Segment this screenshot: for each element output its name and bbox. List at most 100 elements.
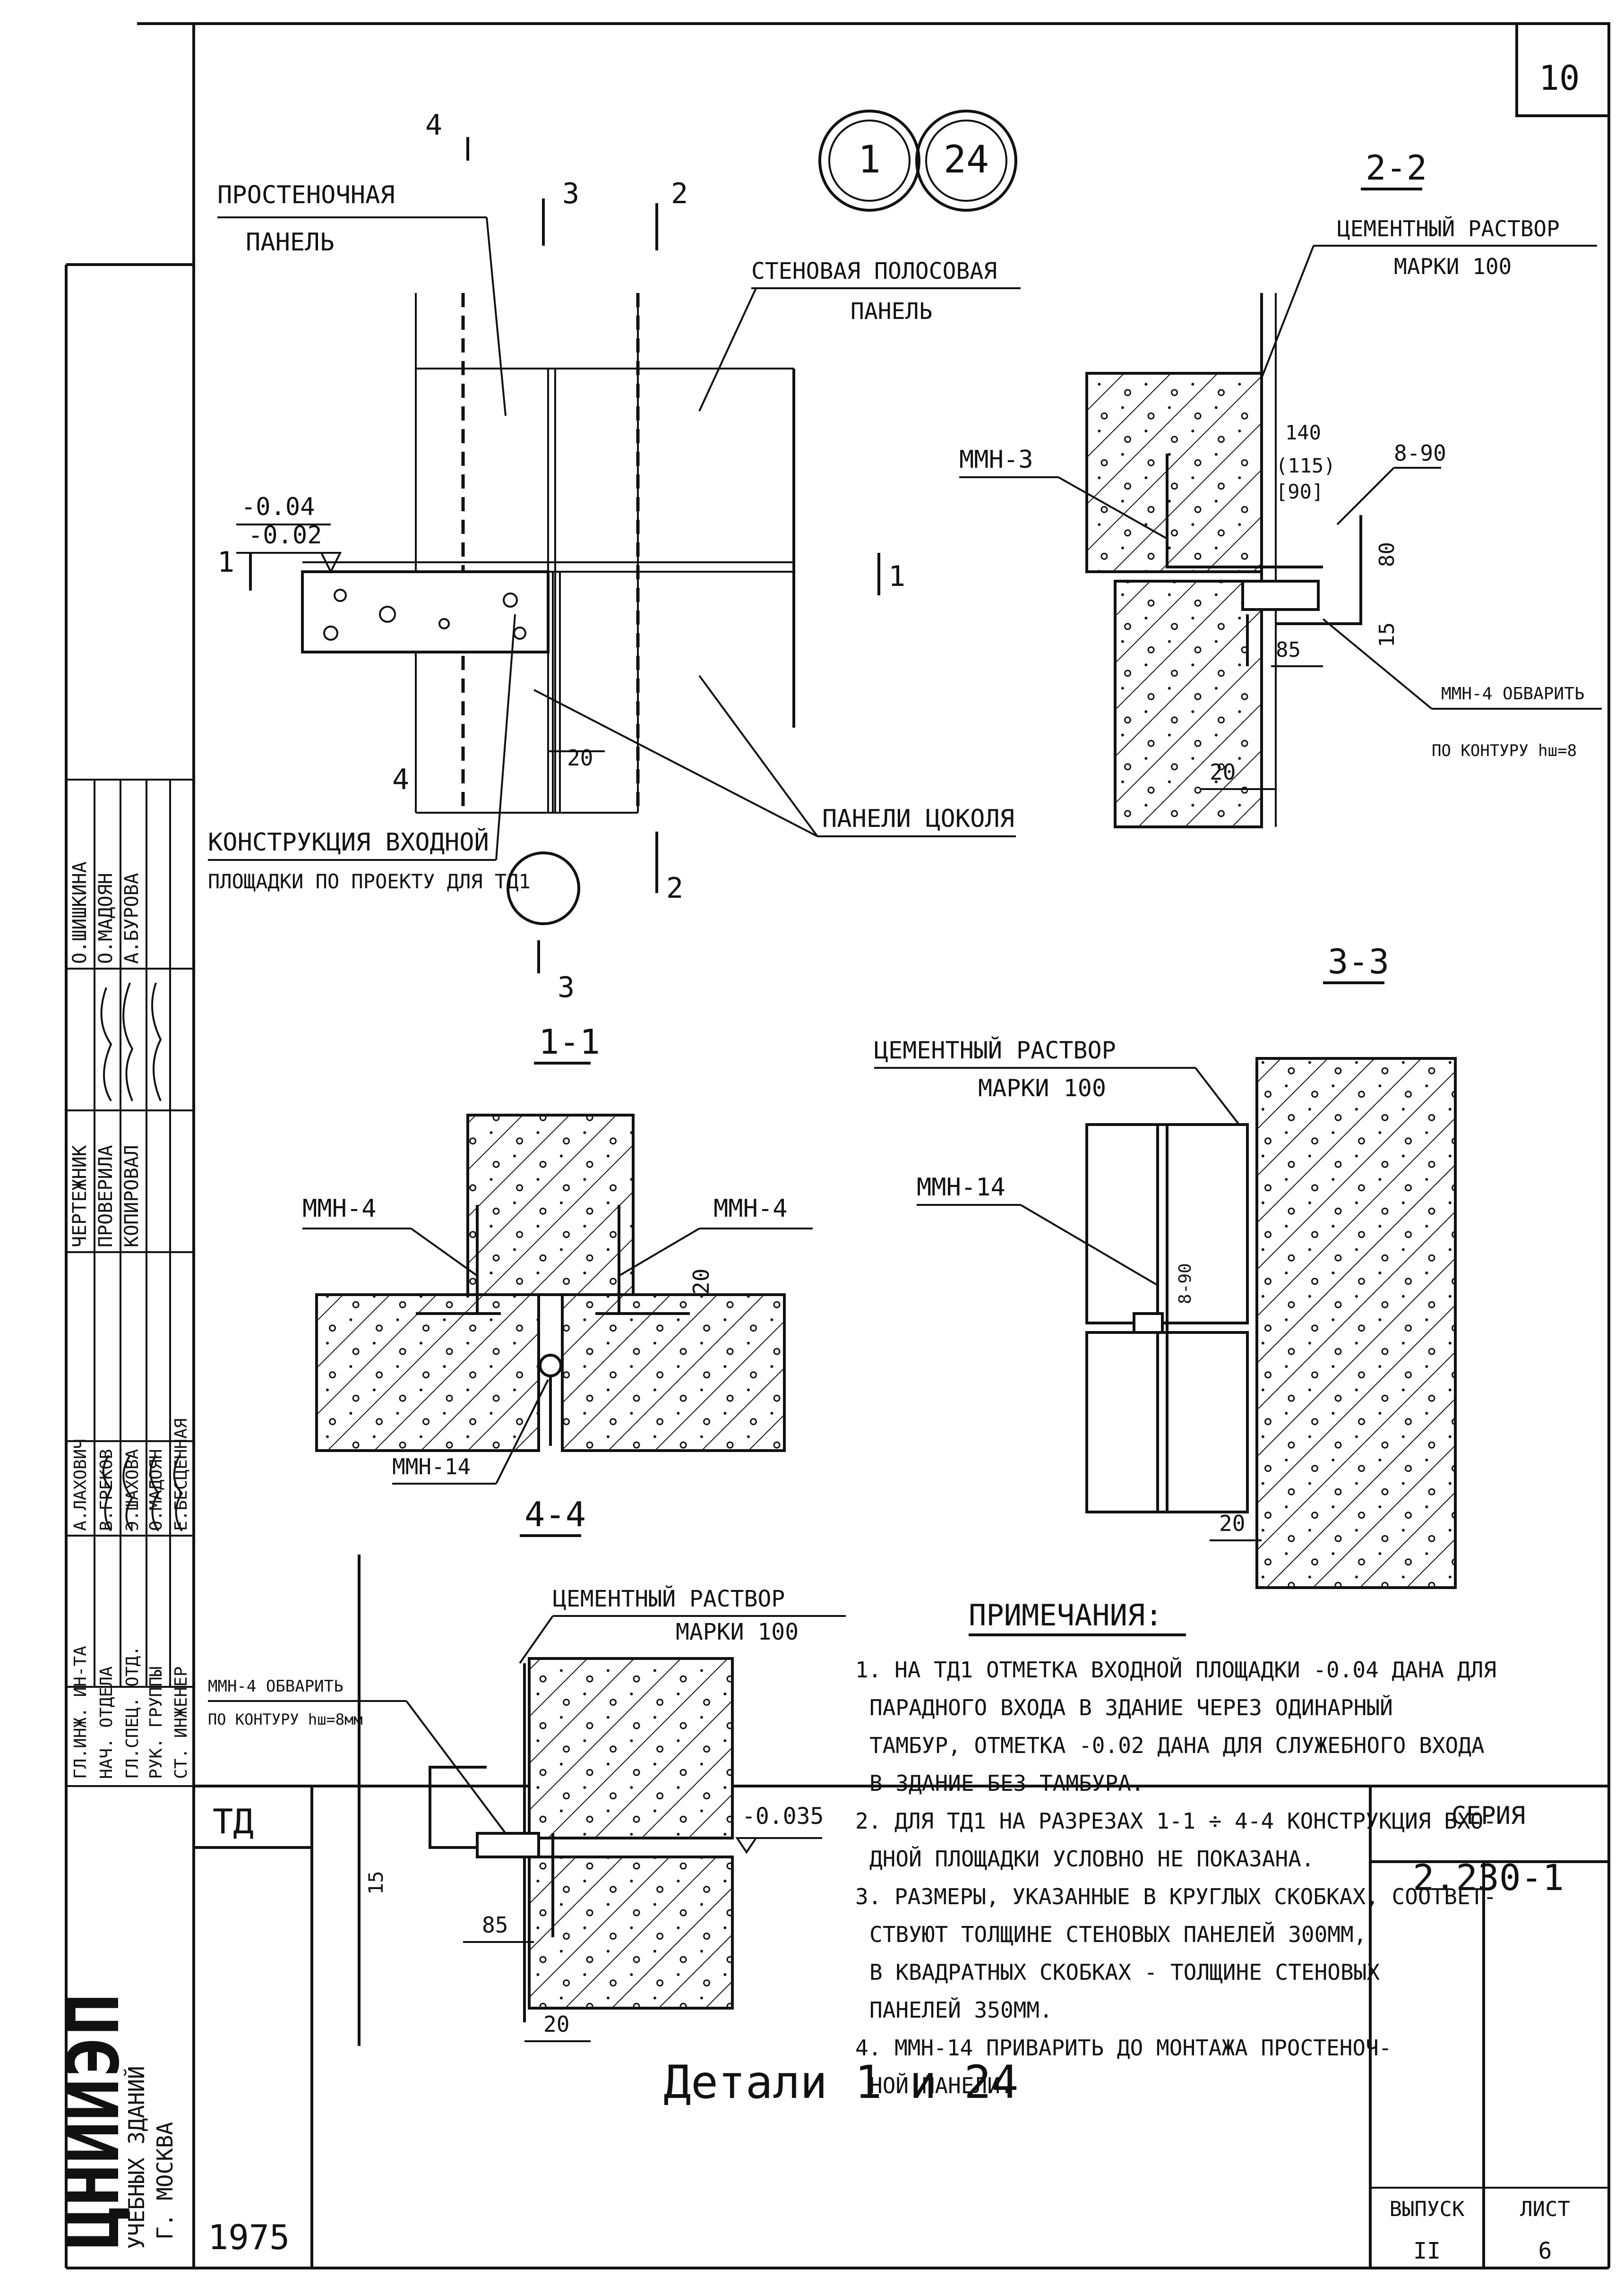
section-2-2: 2-2 ЦЕМЕНТНЫЙ РАСТВОР МАРКИ 100 ММН-3 14… [959,148,1602,828]
notes-block: ПРИМЕЧАНИЯ: 1. НА ТД1 ОТМЕТКА ВХОДНОЙ ПЛ… [855,1598,1496,2098]
note-line-7: 3. РАЗМЕРЫ, УКАЗАННЫЕ В КРУГЛЫХ СКОБКАХ,… [855,1884,1496,1909]
section-4-4-dim-85: 85 [482,1912,508,1938]
organization-line1: УЧЕБНЫХ ЗДАНИЙ [124,2066,149,2249]
section-1-1-mmn4-left: ММН-4 [302,1194,377,1223]
sheet-label: ЛИСТ [1520,2197,1570,2221]
section-2-2-dim-85: 85 [1276,638,1301,662]
section-2-2-dim-140: 140 [1285,421,1321,444]
cut-4-top: 4 [425,109,442,142]
chief-specialist-role: ГЛ.СПЕЦ. ОТД. [123,1646,142,1779]
organization-logo: ЦНИИЭП [53,1993,135,2249]
section-4-4-dim-20: 20 [543,2011,569,2037]
section-3-3-mmn14: ММН-14 [917,1173,1005,1202]
section-3-3-dim-8-90: 8-90 [1176,1263,1195,1304]
copyist-role: КОПИРОВАЛ [121,1145,143,1247]
organization-line2: Г. МОСКВА [152,2122,178,2240]
plan-level-2: -0.02 [248,521,322,550]
drafter-role: ЧЕРТЕЖНИК [69,1145,91,1247]
note-line-8: СТВУЮТ ТОЛЩИНЕ СТЕНОВЫХ ПАНЕЛЕЙ 300ММ, [869,1922,1366,1947]
chief-engineer-name: А.ЛАХОВИЧ [71,1439,90,1531]
section-2-2-title: 2-2 [1366,148,1427,188]
cut-1-right: 1 [888,560,905,593]
section-4-4-title: 4-4 [524,1495,586,1534]
section-2-2-dim-8-90: 8-90 [1394,440,1446,466]
section-2-2-mmn3: ММН-3 [959,446,1033,474]
cut-3-bottom: 3 [558,971,575,1004]
signature-names-left: А.ЛАХОВИЧ В.ГРЕКОВ Э.ШАХОВА О.МАДОЯН Е.Б… [71,1418,191,1779]
plan-level-1: -0.04 [241,493,315,521]
note-line-9: В КВАДРАТНЫХ СКОБКАХ - ТОЛЩИНЕ СТЕНОВЫХ [869,1959,1380,1985]
cut-4-bottom: 4 [392,763,409,796]
cut-3-top: 3 [562,177,579,210]
cut-2-bottom: 2 [666,872,683,905]
dept-head-role: НАЧ. ОТДЕЛА [97,1666,116,1779]
section-4-4-dim-15: 15 [364,1871,387,1895]
signature-stamp [66,779,194,1787]
group-head-role: РУК. ГРУППЫ [146,1667,166,1779]
note-line-1: 1. НА ТД1 ОТМЕТКА ВХОДНОЙ ПЛОЩАДКИ -0.04… [855,1657,1496,1683]
issue-label: ВЫПУСК [1390,2197,1465,2221]
signature-names-right: О.ШИШКИНА О.МАДОЯН А.БУРОВА ЧЕРТЕЖНИК ПР… [69,861,143,1247]
section-3-3-dim-20: 20 [1219,1511,1245,1536]
note-line-11: 4. ММН-14 ПРИВАРИТЬ ДО МОНТАЖА ПРОСТЕНОЧ… [855,2035,1392,2061]
label-plinth-panels: ПАНЕЛИ ЦОКОЛЯ [822,805,1014,833]
note-line-5: 2. ДЛЯ ТД1 НА РАЗРЕЗАХ 1-1 ÷ 4-4 КОНСТРУ… [855,1808,1496,1834]
section-4-4: 4-4 ЦЕМЕНТНЫЙ РАСТВОР МАРКИ 100 ММН-4 ОБ… [208,1495,846,2046]
label-strip-panel-1: СТЕНОВАЯ ПОЛОСОВАЯ [751,258,997,284]
detail-mark-1: 1 [858,137,881,181]
section-2-2-dim-80: 80 [1375,542,1399,567]
drawing-code: ТД [213,1802,254,1841]
section-2-2-weld-2: ПО КОНТУРУ hш=8 [1432,741,1577,760]
copyist-name: А.БУРОВА [121,873,143,964]
checker-role: ПРОВЕРИЛА [95,1145,117,1247]
section-4-4-weld-2: ПО КОНТУРУ hш=8мм [208,1710,363,1728]
section-2-2-weld-1: ММН-4 ОБВАРИТЬ [1441,684,1584,704]
chief-engineer-role: ГЛ.ИНЖ. ИН-ТА [71,1646,90,1779]
section-4-4-level: -0.035 [742,1803,824,1830]
section-1-1-title: 1-1 [539,1022,600,1062]
drawing-year: 1975 [208,2217,290,2257]
label-pier-panel-1: ПРОСТЕНОЧНАЯ [217,181,395,209]
section-3-3-mortar-1: ЦЕМЕНТНЫЙ РАСТВОР [874,1036,1116,1064]
series-label: СЕРИЯ [1452,1802,1526,1830]
detail-mark-24: 24 [944,137,989,181]
section-4-4-mortar-1: ЦЕМЕНТНЫЙ РАСТВОР [553,1585,785,1612]
note-line-6: ДНОЙ ПЛОЩАДКИ УСЛОВНО НЕ ПОКАЗАНА. [869,1846,1315,1872]
section-3-3: 3-3 ЦЕМЕНТНЫЙ РАСТВОР МАРКИ 100 ММН-14 8… [874,942,1457,1589]
note-line-3: ТАМБУР, ОТМЕТКА -0.02 ДАНА ДЛЯ СЛУЖЕБНОГ… [869,1733,1485,1758]
note-line-12: НОЙ ПАНЕЛИ. [869,2073,1014,2098]
page-number: 10 [1539,58,1580,98]
notes-heading: ПРИМЕЧАНИЯ: [969,1598,1163,1633]
section-2-2-mortar-1: ЦЕМЕНТНЫЙ РАСТВОР [1337,216,1560,241]
section-4-4-weld-1: ММН-4 ОБВАРИТЬ [208,1677,344,1696]
organization-block: ЦНИИЭП УЧЕБНЫХ ЗДАНИЙ Г. МОСКВА [53,1993,178,2249]
note-line-10: ПАНЕЛЕЙ 350ММ. [869,1997,1053,2023]
cut-markers: 4 3 2 1 1 4 2 3 [217,109,905,1004]
section-1-1-mmn4-right: ММН-4 [713,1194,788,1223]
drawing-title: Детали 1 и 24 [663,2056,1018,2109]
plan-dim-20: 20 [567,745,593,771]
section-3-3-title: 3-3 [1328,942,1389,981]
note-line-2: ПАРАДНОГО ВХОДА В ЗДАНИЕ ЧЕРЕЗ ОДИНАРНЫЙ [869,1695,1393,1720]
section-2-2-dim-15: 15 [1375,622,1399,647]
label-strip-panel-2: ПАНЕЛЬ [851,298,932,325]
section-1-1: 1-1 ММН-4 ММН-4 ММН-14 20 [302,1022,813,1485]
series-value: 2.230-1 [1413,1856,1564,1899]
cut-1-left: 1 [217,546,234,579]
sheet-value: 6 [1538,2238,1552,2264]
section-2-2-dim-90: [90] [1276,480,1323,503]
detail-marks: 1 24 [818,110,1017,212]
label-construction-1: КОНСТРУКЦИЯ ВХОДНОЙ [208,828,489,857]
plan-view: 20 -0.04 -0.02 4 3 2 1 1 4 2 3 ПРОСТЕНОЧ… [208,109,1021,1004]
section-2-2-mortar-2: МАРКИ 100 [1394,254,1512,279]
label-construction-2: ПЛОЩАДКИ ПО ПРОЕКТУ ДЛЯ ТД1 [208,870,531,893]
handwritten-signatures [100,982,183,1532]
note-line-4: В ЗДАНИЕ БЕЗ ТАМБУРА. [869,1770,1144,1796]
drafter-name: О.ШИШКИНА [69,861,91,964]
section-2-2-dim-20: 20 [1210,759,1236,785]
checker-name: О.МАДОЯН [95,873,117,964]
section-2-2-dim-115: (115) [1276,454,1335,477]
section-4-4-mortar-2: МАРКИ 100 [676,1619,799,1645]
cut-2-top: 2 [671,177,688,210]
